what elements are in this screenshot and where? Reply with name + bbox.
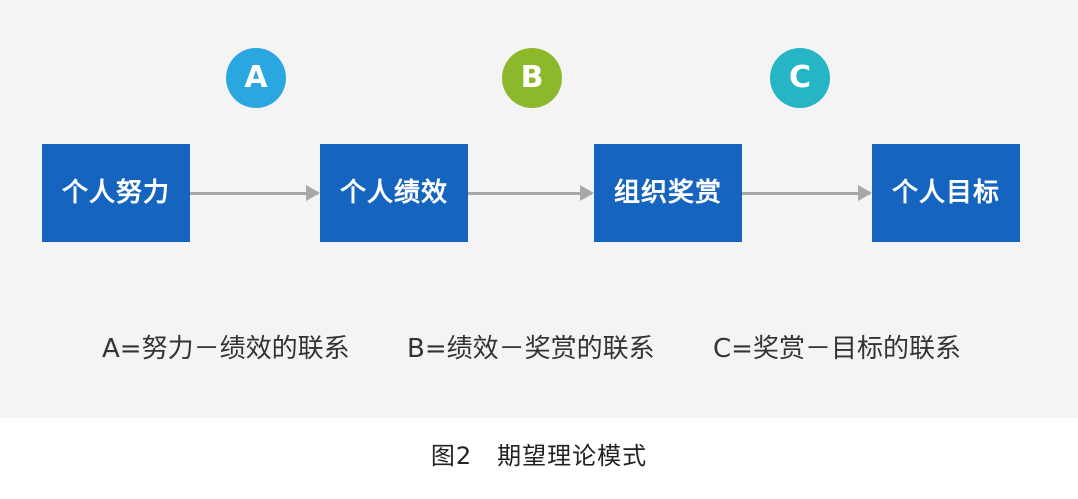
box-personal-performance: 个人绩效: [320, 144, 468, 242]
box-personal-effort: 个人努力: [42, 144, 190, 242]
legend-c: C=奖赏－目标的联系: [713, 334, 961, 364]
diagram-canvas: A B C 个人努力 个人绩效 组织奖赏 个人目标 A=努力－绩效的联系 B=绩…: [0, 0, 1078, 418]
circle-a-badge: A: [226, 48, 286, 108]
arrow-performance-to-reward: [468, 185, 594, 201]
circle-c-badge: C: [770, 48, 830, 108]
arrow-reward-to-goal: [742, 185, 872, 201]
box-personal-goal: 个人目标: [872, 144, 1020, 242]
legend-a: A=努力－绩效的联系: [102, 334, 350, 364]
circle-b-badge: B: [502, 48, 562, 108]
arrow-effort-to-performance: [190, 185, 320, 201]
box-organizational-reward: 组织奖赏: [594, 144, 742, 242]
legend-b: B=绩效－奖赏的联系: [407, 334, 655, 364]
figure-caption: 图2 期望理论模式: [430, 442, 648, 470]
